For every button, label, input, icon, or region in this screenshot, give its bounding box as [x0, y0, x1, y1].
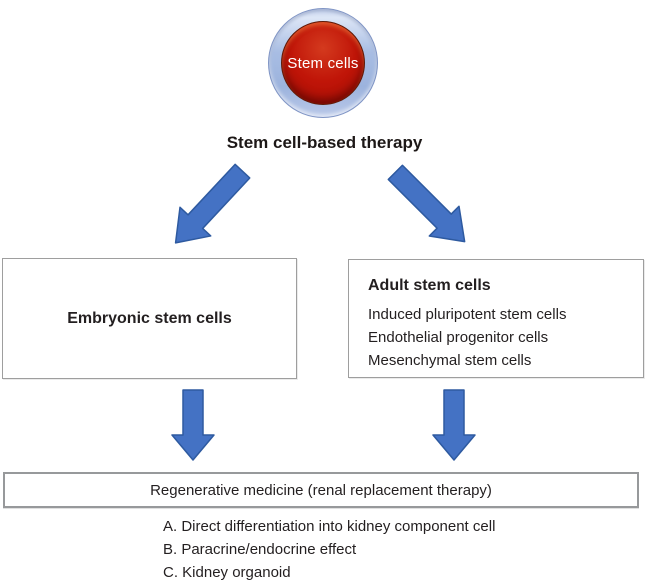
adult-stem-cells-item: Endothelial progenitor cells — [368, 329, 549, 346]
arrow-shape — [387, 164, 466, 243]
arrow-down-icon — [432, 389, 476, 461]
adult-stem-cells-box: Adult stem cells Induced pluripotent ste… — [348, 259, 644, 378]
adult-stem-cells-item: Induced pluripotent stem cells — [368, 306, 567, 323]
regenerative-medicine-label: Regenerative medicine (renal replacement… — [150, 481, 492, 499]
diagram-title: Stem cell-based therapy — [226, 133, 423, 152]
arrow-shape — [432, 389, 476, 461]
arrow-down-left-icon — [159, 155, 259, 258]
stem-cells-node-label: Stem cells — [287, 54, 359, 72]
stem-cells-node: Stem cells — [281, 21, 365, 105]
stem-cells-node-ring: Stem cells — [268, 8, 378, 118]
arrow-shape — [174, 163, 251, 244]
embryonic-stem-cells-box: Embryonic stem cells — [2, 258, 297, 379]
outcome-item: A. Direct differentiation into kidney co… — [163, 518, 496, 535]
outcome-list: A. Direct differentiation into kidney co… — [163, 515, 495, 582]
arrow-down-icon — [171, 389, 215, 461]
arrow-shape — [171, 389, 215, 461]
embryonic-stem-cells-label: Embryonic stem cells — [67, 309, 232, 327]
outcome-item: C. Kidney organoid — [163, 564, 291, 581]
adult-stem-cells-item: Mesenchymal stem cells — [368, 352, 532, 369]
adult-stem-cells-label: Adult stem cells — [368, 277, 491, 294]
regenerative-medicine-box: Regenerative medicine (renal replacement… — [3, 472, 639, 508]
outcome-item: B. Paracrine/endocrine effect — [163, 541, 357, 558]
arrow-down-right-icon — [379, 156, 481, 258]
